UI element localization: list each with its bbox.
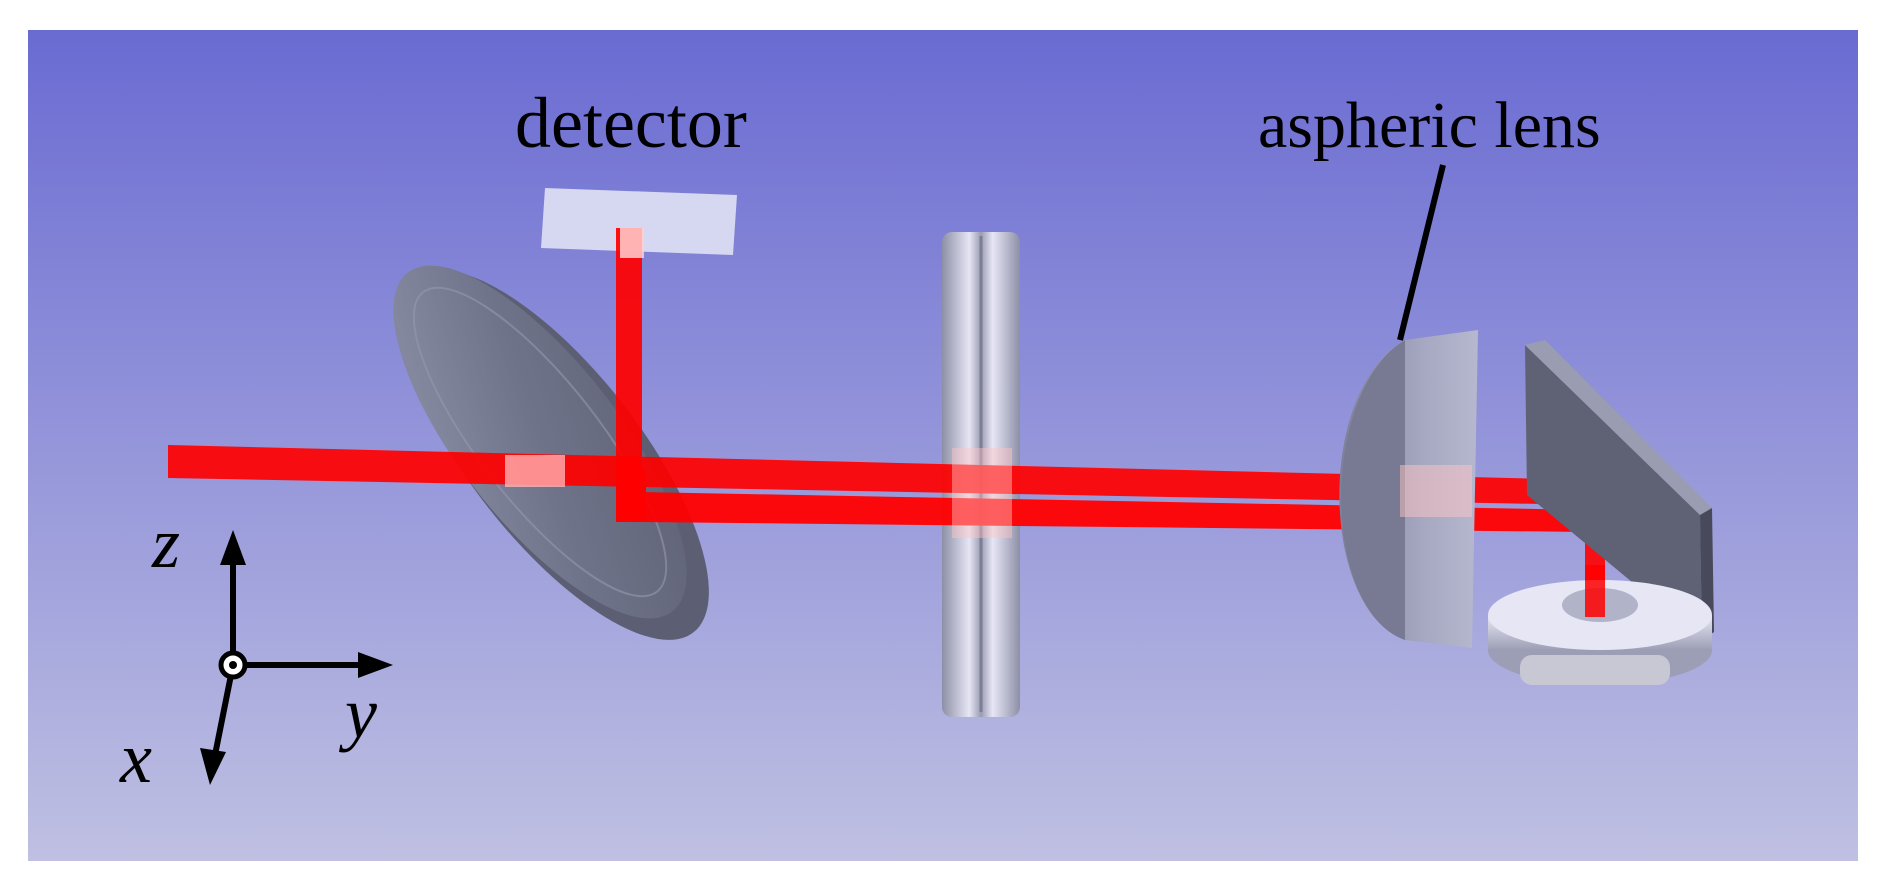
coordinate-axes: z y x — [119, 503, 393, 798]
aspheric-lens-leader-line — [1397, 164, 1446, 341]
detector — [541, 188, 737, 255]
detector-label: detector — [515, 83, 747, 163]
x-axis-label: x — [119, 718, 152, 798]
ring-mount — [1488, 565, 1712, 685]
x-axis-arrow — [210, 664, 236, 766]
y-axis-label: y — [338, 673, 377, 753]
aspheric-lens — [1339, 330, 1478, 648]
aspheric-lens-label: aspheric lens — [1258, 89, 1601, 162]
z-axis-label: z — [151, 503, 180, 583]
